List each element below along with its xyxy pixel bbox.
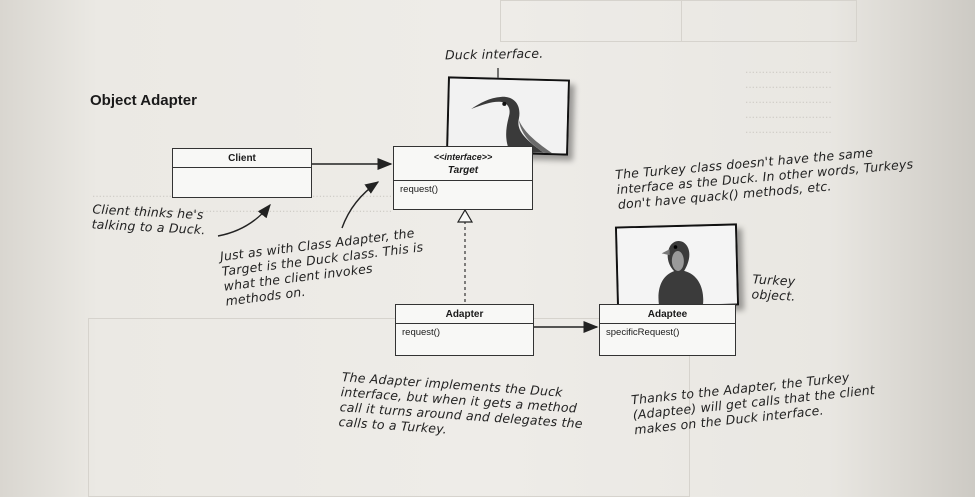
adapter-class-box: Adapter request() bbox=[395, 304, 534, 356]
target-class-box: <<interface>> Target request() bbox=[393, 146, 533, 210]
target-class-name: Target bbox=[447, 165, 479, 176]
client-class-name: Client bbox=[173, 149, 311, 168]
adaptee-method: specificRequest() bbox=[606, 327, 680, 338]
note-duck-interface: Duck interface. bbox=[444, 45, 544, 63]
pointer-target-arrow bbox=[341, 181, 380, 229]
target-method: request() bbox=[400, 184, 439, 195]
turkey-icon bbox=[616, 225, 738, 307]
adapter-class-name: Adapter bbox=[396, 305, 533, 324]
realization-triangle bbox=[456, 208, 474, 223]
pointer-client-arrow bbox=[217, 203, 271, 237]
client-class-method bbox=[173, 168, 311, 174]
diagram-title: Object Adapter bbox=[90, 92, 197, 109]
adaptee-class-box: Adaptee specificRequest() bbox=[599, 304, 736, 356]
client-class-box: Client bbox=[172, 148, 312, 198]
adapter-method: request() bbox=[402, 327, 441, 338]
turkey-photo bbox=[614, 223, 740, 309]
adaptee-class-name: Adaptee bbox=[600, 305, 735, 324]
duck-photo bbox=[446, 76, 570, 156]
target-stereotype: <<interface>> bbox=[433, 152, 493, 162]
duck-icon bbox=[448, 78, 568, 154]
note-turkey-object: Turkey object. bbox=[751, 271, 796, 304]
